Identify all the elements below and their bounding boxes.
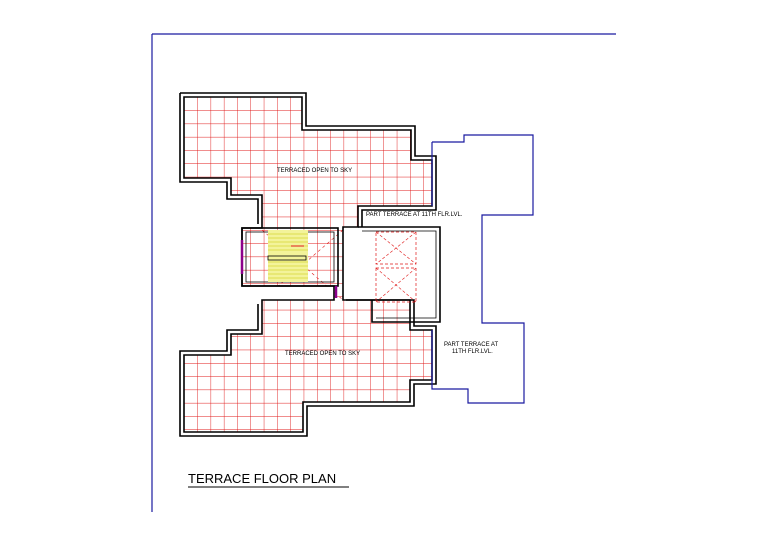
terrace-walls (179, 92, 437, 437)
part-terrace-top-label: PART TERRACE AT 11TH FLR.LVL. (366, 212, 463, 218)
terrace-top-label: TERRACED OPEN TO SKY (277, 168, 352, 174)
lift-shaft (358, 226, 441, 323)
drawing-title: TERRACE FLOOR PLAN (188, 471, 336, 486)
terrace-bottom-label: TERRACED OPEN TO SKY (285, 351, 360, 357)
sheet-border (151, 33, 616, 512)
terrace-tiles (184, 97, 432, 432)
part-terrace-outline (431, 134, 534, 404)
stair-core (240, 227, 339, 298)
part-terrace-right-label-line1: PART TERRACE AT (444, 342, 498, 348)
part-terrace-right-label-line2: 11TH FLR.LVL. (452, 349, 493, 355)
